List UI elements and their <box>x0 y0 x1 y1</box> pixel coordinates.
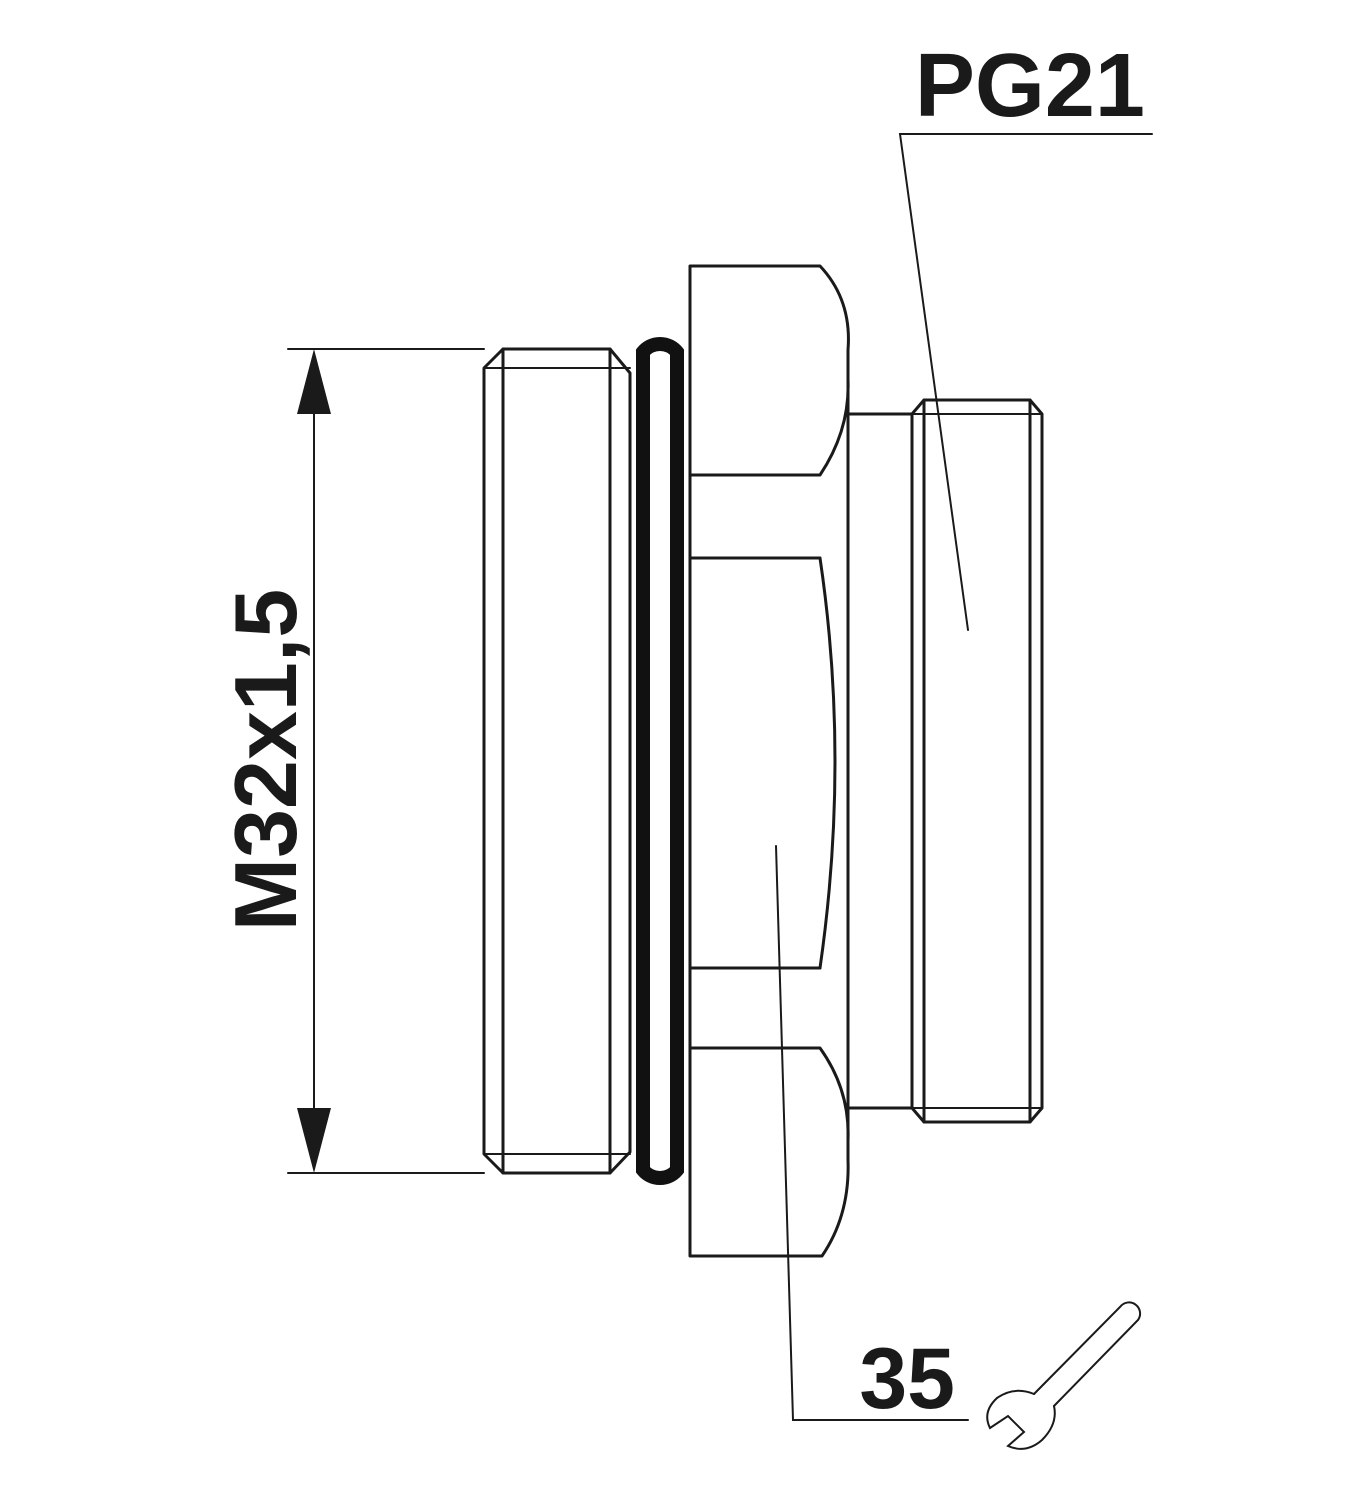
wrench-icon <box>986 1301 1142 1450</box>
inner-thread-label: PG21 <box>915 36 1145 136</box>
wrench-size-callout: 35 <box>775 845 969 1427</box>
inner-thread-callout: PG21 <box>898 36 1153 631</box>
inner-thread-outline <box>910 398 1044 1124</box>
wrench-size-label: 35 <box>859 1331 955 1427</box>
outer-thread-body <box>482 347 632 1175</box>
hex-nut-outline <box>688 264 850 1258</box>
outer-thread-dimension: M32x1,5 <box>216 348 485 1174</box>
wrench-handle <box>1033 1301 1142 1407</box>
pg-leader-line <box>898 133 1153 631</box>
wrench-leader-line <box>775 845 969 1421</box>
outer-thread-label: M32x1,5 <box>216 589 315 931</box>
outer-thread-outline <box>482 347 632 1175</box>
hex-nut-center-face <box>818 556 837 970</box>
inner-thread-body <box>846 398 1044 1124</box>
dimension-arrow-bottom <box>297 1108 331 1173</box>
wrench-jaw <box>986 1389 1056 1450</box>
hex-nut-flat-top <box>688 378 850 477</box>
dimension-arrow-top <box>297 349 331 414</box>
hex-nut <box>688 264 850 1258</box>
hex-nut-flat-bottom <box>688 1046 850 1142</box>
o-ring <box>636 336 684 1186</box>
